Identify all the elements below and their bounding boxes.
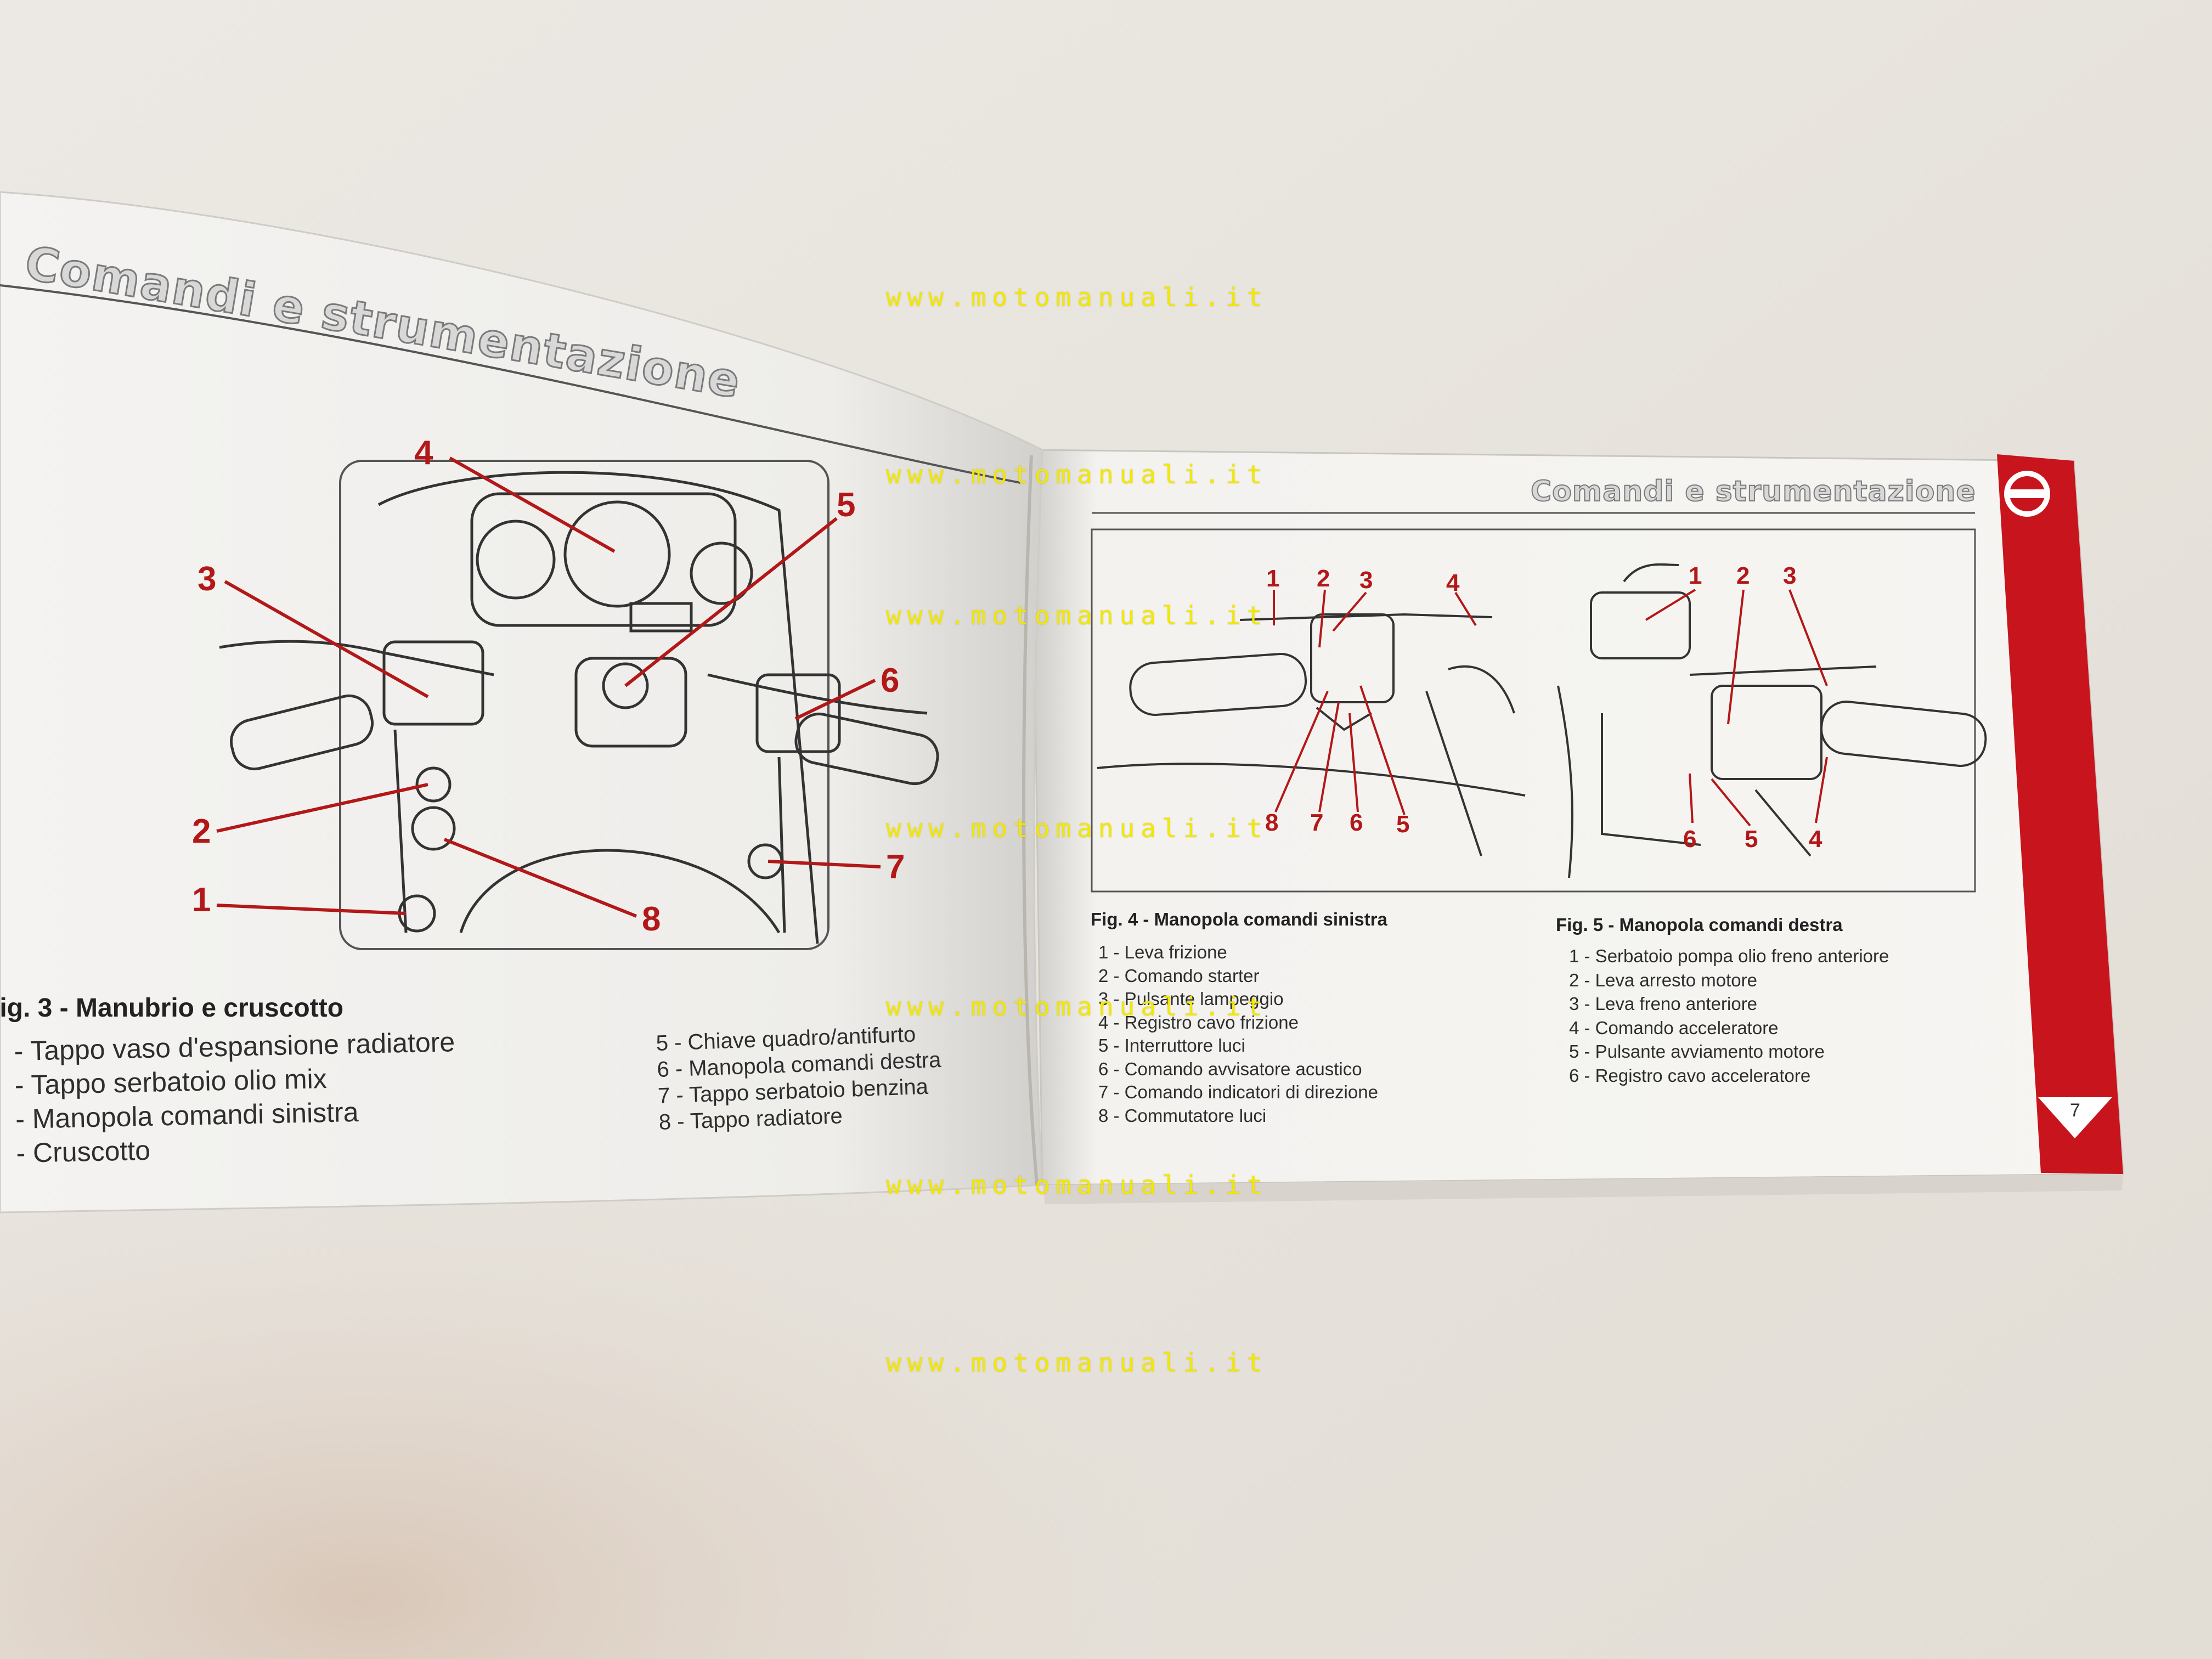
fig4-callout-6: 6 xyxy=(1350,809,1363,836)
fig3-callout-6: 6 xyxy=(881,662,900,699)
legend-item: 7 - Comando indicatori di direzione xyxy=(1098,1082,1378,1102)
fig3-legend-col1: - Tappo vaso d'espansione radiatore - Ta… xyxy=(14,1025,458,1170)
fig3-callout-2: 2 xyxy=(192,812,211,850)
fig3-callout-3: 3 xyxy=(198,560,217,598)
fig5-caption: Fig. 5 - Manopola comandi destra xyxy=(1556,915,1843,935)
fig3-callout-8: 8 xyxy=(642,900,661,938)
watermark-text: www.motomanuali.it xyxy=(886,283,1268,312)
fig3-callout-7: 7 xyxy=(886,848,905,886)
right-section-title: Comandi e strumentazione xyxy=(1530,475,1976,509)
legend-item: 4 - Registro cavo frizione xyxy=(1098,1012,1299,1032)
fig4-callout-3: 3 xyxy=(1359,567,1373,594)
fig3-callout-4: 4 xyxy=(414,434,433,472)
legend-item: 4 - Comando acceleratore xyxy=(1569,1017,1779,1038)
fig5-legend: 1 - Serbatoio pompa olio freno anteriore… xyxy=(1569,944,1889,1087)
fig5-callout-5: 5 xyxy=(1745,826,1758,853)
fig4-legend: 1 - Leva frizione 2 - Comando starter 3 … xyxy=(1098,941,1378,1127)
fig4-callout-4: 4 xyxy=(1446,569,1460,596)
page-arrow-icon xyxy=(2038,1097,2112,1138)
watermark-text: www.motomanuali.it xyxy=(886,992,1268,1022)
fig5-callout-4: 4 xyxy=(1809,826,1822,853)
fig5-callout-3: 3 xyxy=(1783,562,1797,589)
fig4-callout-5: 5 xyxy=(1396,811,1410,838)
legend-item: 3 - Pulsante lampeggio xyxy=(1098,989,1284,1009)
fig5-callout-2: 2 xyxy=(1736,562,1750,589)
legend-item: 5 - Interruttore luci xyxy=(1098,1035,1245,1056)
gilera-logo-icon xyxy=(2004,471,2050,517)
fig3-callout-5: 5 xyxy=(837,486,856,524)
watermark-text: www.motomanuali.it xyxy=(886,460,1268,489)
legend-item: 6 - Registro cavo acceleratore xyxy=(1569,1065,1811,1086)
watermark-text: www.motomanuali.it xyxy=(886,814,1268,843)
legend-item: 3 - Leva freno anteriore xyxy=(1569,994,1758,1014)
fig5-right-grip-illustration xyxy=(1557,563,1987,878)
legend-item: 2 - Leva arresto motore xyxy=(1569,969,1757,990)
fig5-callout-1: 1 xyxy=(1689,562,1702,589)
fig4-caption: Fig. 4 - Manopola comandi sinistra xyxy=(1091,909,1387,929)
fig4-callout-8: 8 xyxy=(1265,809,1279,836)
fig4-callout-2: 2 xyxy=(1317,565,1330,592)
legend-item: 8 - Commutatore luci xyxy=(1098,1105,1267,1126)
fig4-callout-7: 7 xyxy=(1310,809,1324,836)
watermark-text: www.motomanuali.it xyxy=(886,1170,1268,1200)
fig3-caption: Fig. 3 - Manubrio e cruscotto xyxy=(0,994,344,1023)
watermark-text: www.motomanuali.it xyxy=(886,601,1268,630)
page-number: 7 xyxy=(2070,1100,2080,1121)
fig5-callout-6: 6 xyxy=(1683,826,1697,853)
legend-item: 2 - Comando starter xyxy=(1098,965,1260,986)
legend-item: 1 - Leva frizione xyxy=(1098,942,1227,962)
watermark-text: www.motomanuali.it xyxy=(886,1348,1268,1378)
legend-item: 1 - Serbatoio pompa olio freno anteriore xyxy=(1569,946,1889,966)
fig3-callout-1: 1 xyxy=(192,881,211,919)
red-side-band xyxy=(1997,454,2123,1174)
fig4-callout-1: 1 xyxy=(1266,565,1280,592)
fig3-legend-col2: 5 - Chiave quadro/antifurto 6 - Manopola… xyxy=(656,1020,943,1136)
legend-item: 5 - Pulsante avviamento motore xyxy=(1569,1041,1825,1062)
legend-item: 6 - Comando avvisatore acustico xyxy=(1098,1058,1362,1079)
